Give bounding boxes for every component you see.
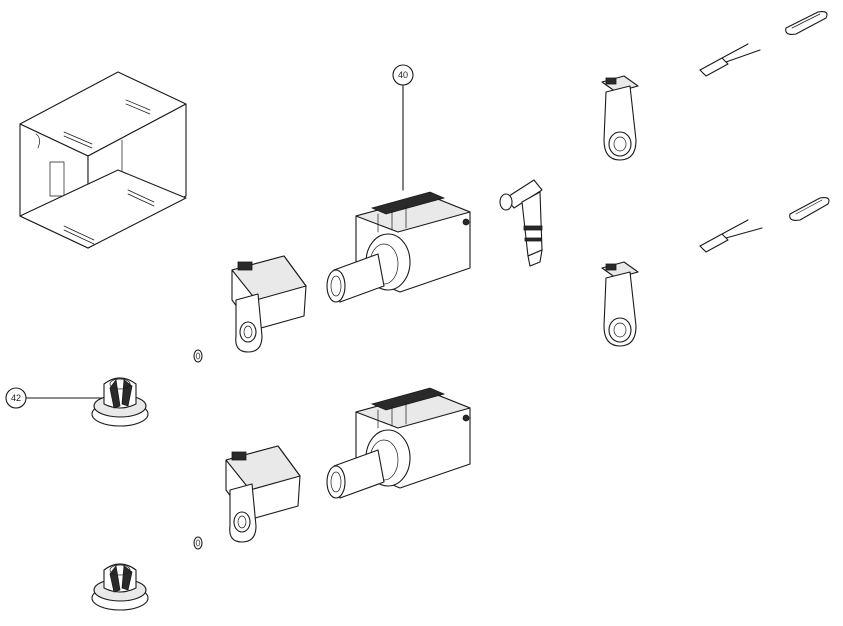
vibration-mount-upper: [91, 377, 149, 427]
pump-clamp-upper: [231, 255, 307, 353]
mounting-bracket: [19, 71, 187, 249]
thermal-fuse-lower: [699, 219, 763, 253]
mounting-strap-lower: [601, 261, 639, 347]
callout-42-label: 42: [11, 393, 21, 403]
o-ring-upper: [193, 349, 203, 363]
pump-clamp-lower: [225, 445, 301, 543]
callout-40: 40: [392, 64, 414, 191]
pump-upper: [326, 191, 471, 303]
o-ring-lower: [193, 536, 203, 550]
thermal-fuse-upper: [699, 43, 761, 77]
retaining-clip-upper: [785, 11, 828, 35]
mounting-strap-upper: [601, 75, 639, 161]
callout-42: 42: [5, 387, 103, 409]
elbow-fitting: [499, 179, 543, 267]
retaining-clip-lower: [789, 197, 830, 221]
vibration-mount-lower: [91, 563, 149, 611]
callout-40-label: 40: [398, 70, 408, 80]
pump-lower: [326, 387, 471, 499]
